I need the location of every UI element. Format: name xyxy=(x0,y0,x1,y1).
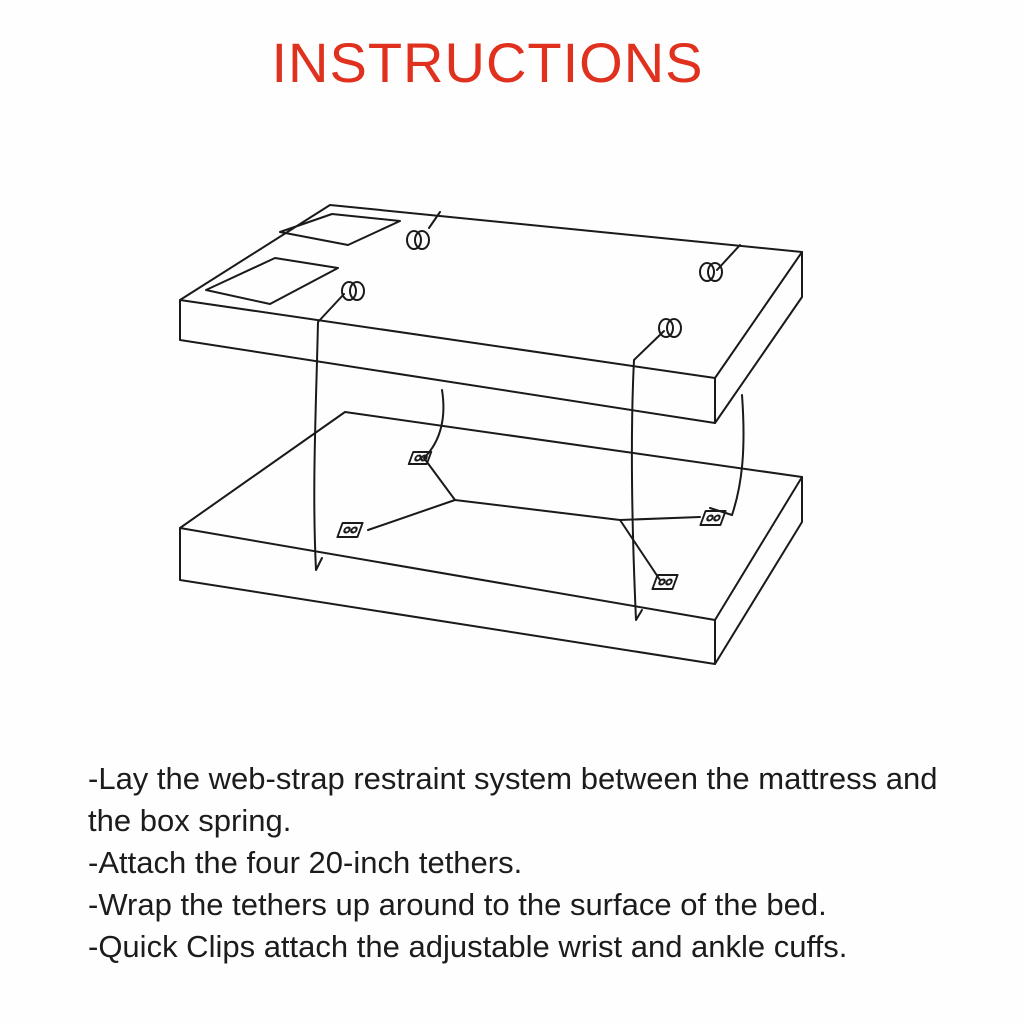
box-spring xyxy=(179,411,803,665)
page-title: INSTRUCTIONS xyxy=(271,31,704,94)
quick-clip-icon xyxy=(658,318,682,338)
strap-anchor-icon xyxy=(699,510,727,526)
instruction-step: -Wrap the tethers up around to the surfa… xyxy=(88,887,827,922)
strap-anchor-icons xyxy=(336,451,727,590)
instruction-step: -Attach the four 20-inch tethers. xyxy=(88,845,523,880)
strap-anchor-icon xyxy=(407,451,433,465)
quick-clip-icon xyxy=(341,281,365,301)
quick-clip-icon xyxy=(699,262,723,282)
strap-anchor-icon xyxy=(651,574,679,590)
bed-restraint-illustration xyxy=(150,190,830,690)
bed-restraint-diagram xyxy=(179,204,803,665)
instruction-step: -Quick Clips attach the adjustable wrist… xyxy=(88,929,848,964)
strap-anchor-icon xyxy=(336,522,364,538)
mattress xyxy=(179,204,803,424)
instruction-list: -Lay the web-strap restraint system betw… xyxy=(88,758,988,968)
instruction-step: -Lay the web-strap restraint system betw… xyxy=(88,761,938,838)
web-strap-system xyxy=(367,457,701,581)
pillows xyxy=(205,213,401,305)
quick-clip-icon xyxy=(406,230,430,250)
quick-clip-icons xyxy=(341,230,723,338)
